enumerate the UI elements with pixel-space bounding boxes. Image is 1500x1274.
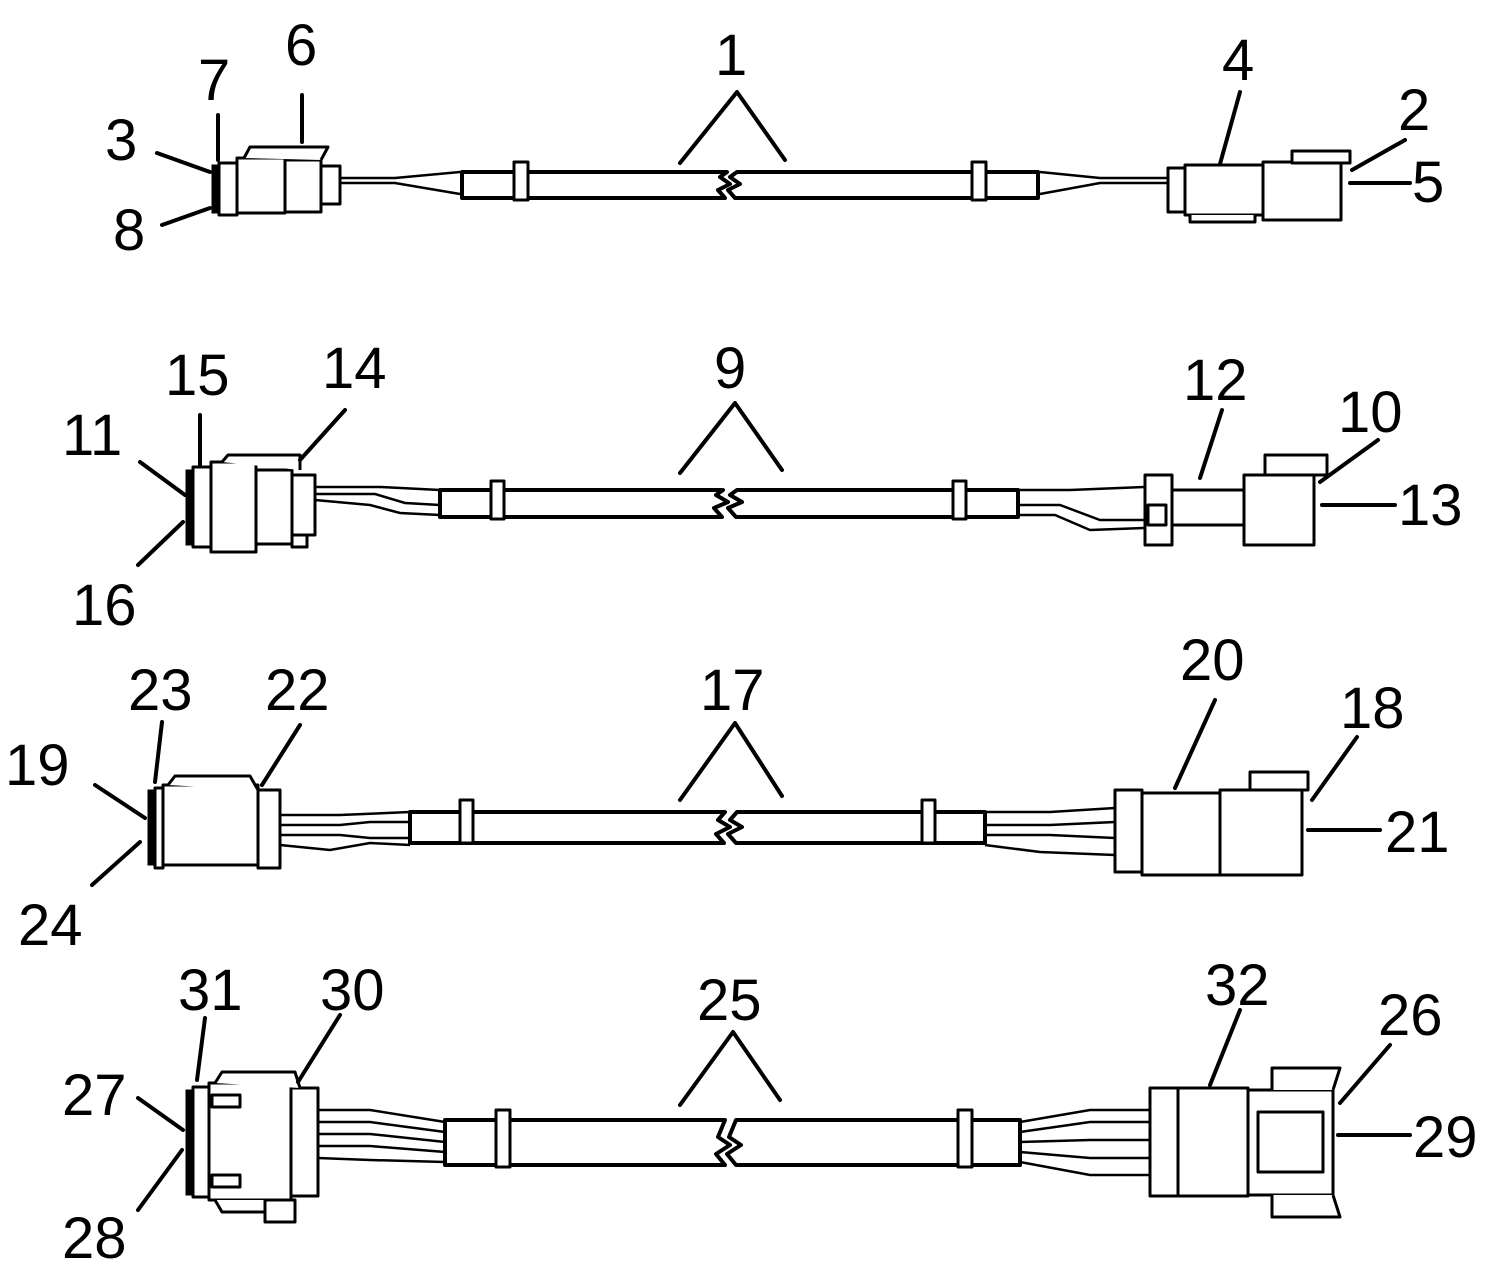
harness-2-left-connector: [185, 453, 317, 554]
harness-1: 1 3 7 8 6 4 2 5: [105, 13, 1444, 263]
callout-left-ring: 23: [128, 658, 193, 723]
harness-1-callouts: 1 3 7 8 6 4 2 5: [105, 13, 1444, 263]
harness-3: 17 19 23 24 22 20 18 21: [5, 628, 1450, 958]
harness-4-cable: [317, 1108, 1150, 1177]
harness-3-leaders: [90, 698, 1382, 887]
harness-2: 9 11 15 16 14 12 10 13: [62, 336, 1463, 638]
harness-3-label: 17: [700, 658, 765, 723]
harness-4-right-connector: [1148, 1066, 1342, 1219]
harness-2-right-connector: [1143, 453, 1329, 547]
callout-right-face: 5: [1412, 150, 1444, 215]
harness-4-callouts: 25 27 31 28 30 32 26 29: [62, 953, 1478, 1271]
harness-1-cable: [340, 160, 1168, 202]
callout-left-body: 6: [285, 13, 317, 78]
callout-left-body: 22: [265, 658, 330, 723]
harness-2-leaders: [136, 401, 1397, 567]
callout-left-ring: 15: [165, 343, 230, 408]
callout-right-top: 26: [1378, 983, 1443, 1048]
callout-left-ring: 31: [178, 958, 243, 1023]
harness-1-right-connector: [1166, 149, 1352, 224]
callout-right-lock: 12: [1183, 348, 1248, 413]
callout-left-bottom: 16: [72, 573, 137, 638]
callout-left-bottom: 24: [18, 893, 83, 958]
harness-3-right-connector: [1113, 770, 1310, 877]
callout-left-seal: 19: [5, 733, 70, 798]
callout-right-lock: 32: [1205, 953, 1270, 1018]
callout-right-lock: 20: [1180, 628, 1245, 693]
callout-left-seal: 27: [62, 1063, 127, 1128]
harness-3-cable: [279, 798, 1116, 857]
callout-left-bottom: 8: [113, 198, 145, 263]
callout-left-seal: 3: [105, 108, 137, 173]
harness-2-callouts: 9 11 15 16 14 12 10 13: [62, 336, 1463, 638]
callout-right-face: 13: [1398, 473, 1463, 538]
callout-right-lock: 4: [1222, 28, 1254, 93]
harness-3-left-connector: [147, 774, 282, 870]
harness-4-leaders: [136, 1008, 1412, 1212]
callout-right-face: 21: [1385, 800, 1450, 865]
callout-left-ring: 7: [198, 48, 230, 113]
harness-1-leaders: [155, 90, 1412, 227]
callout-right-top: 10: [1338, 380, 1403, 445]
harness-2-label: 9: [714, 336, 746, 401]
harness-1-left-connector: [211, 145, 342, 217]
callout-right-top: 2: [1398, 78, 1430, 143]
callout-right-face: 29: [1413, 1105, 1478, 1170]
callout-left-body: 30: [320, 958, 385, 1023]
callout-left-body: 14: [322, 336, 387, 401]
callout-right-top: 18: [1340, 676, 1405, 741]
harness-2-cable: [314, 479, 1146, 532]
harness-4: 25 27 31 28 30 32 26 29: [62, 953, 1478, 1271]
callout-left-bottom: 28: [62, 1206, 127, 1271]
harness-1-label: 1: [715, 23, 747, 88]
harness-4-label: 25: [697, 968, 762, 1033]
callout-left-seal: 11: [62, 403, 122, 468]
harness-3-callouts: 17 19 23 24 22 20 18 21: [5, 628, 1450, 958]
harness-4-left-connector: [185, 1070, 320, 1224]
